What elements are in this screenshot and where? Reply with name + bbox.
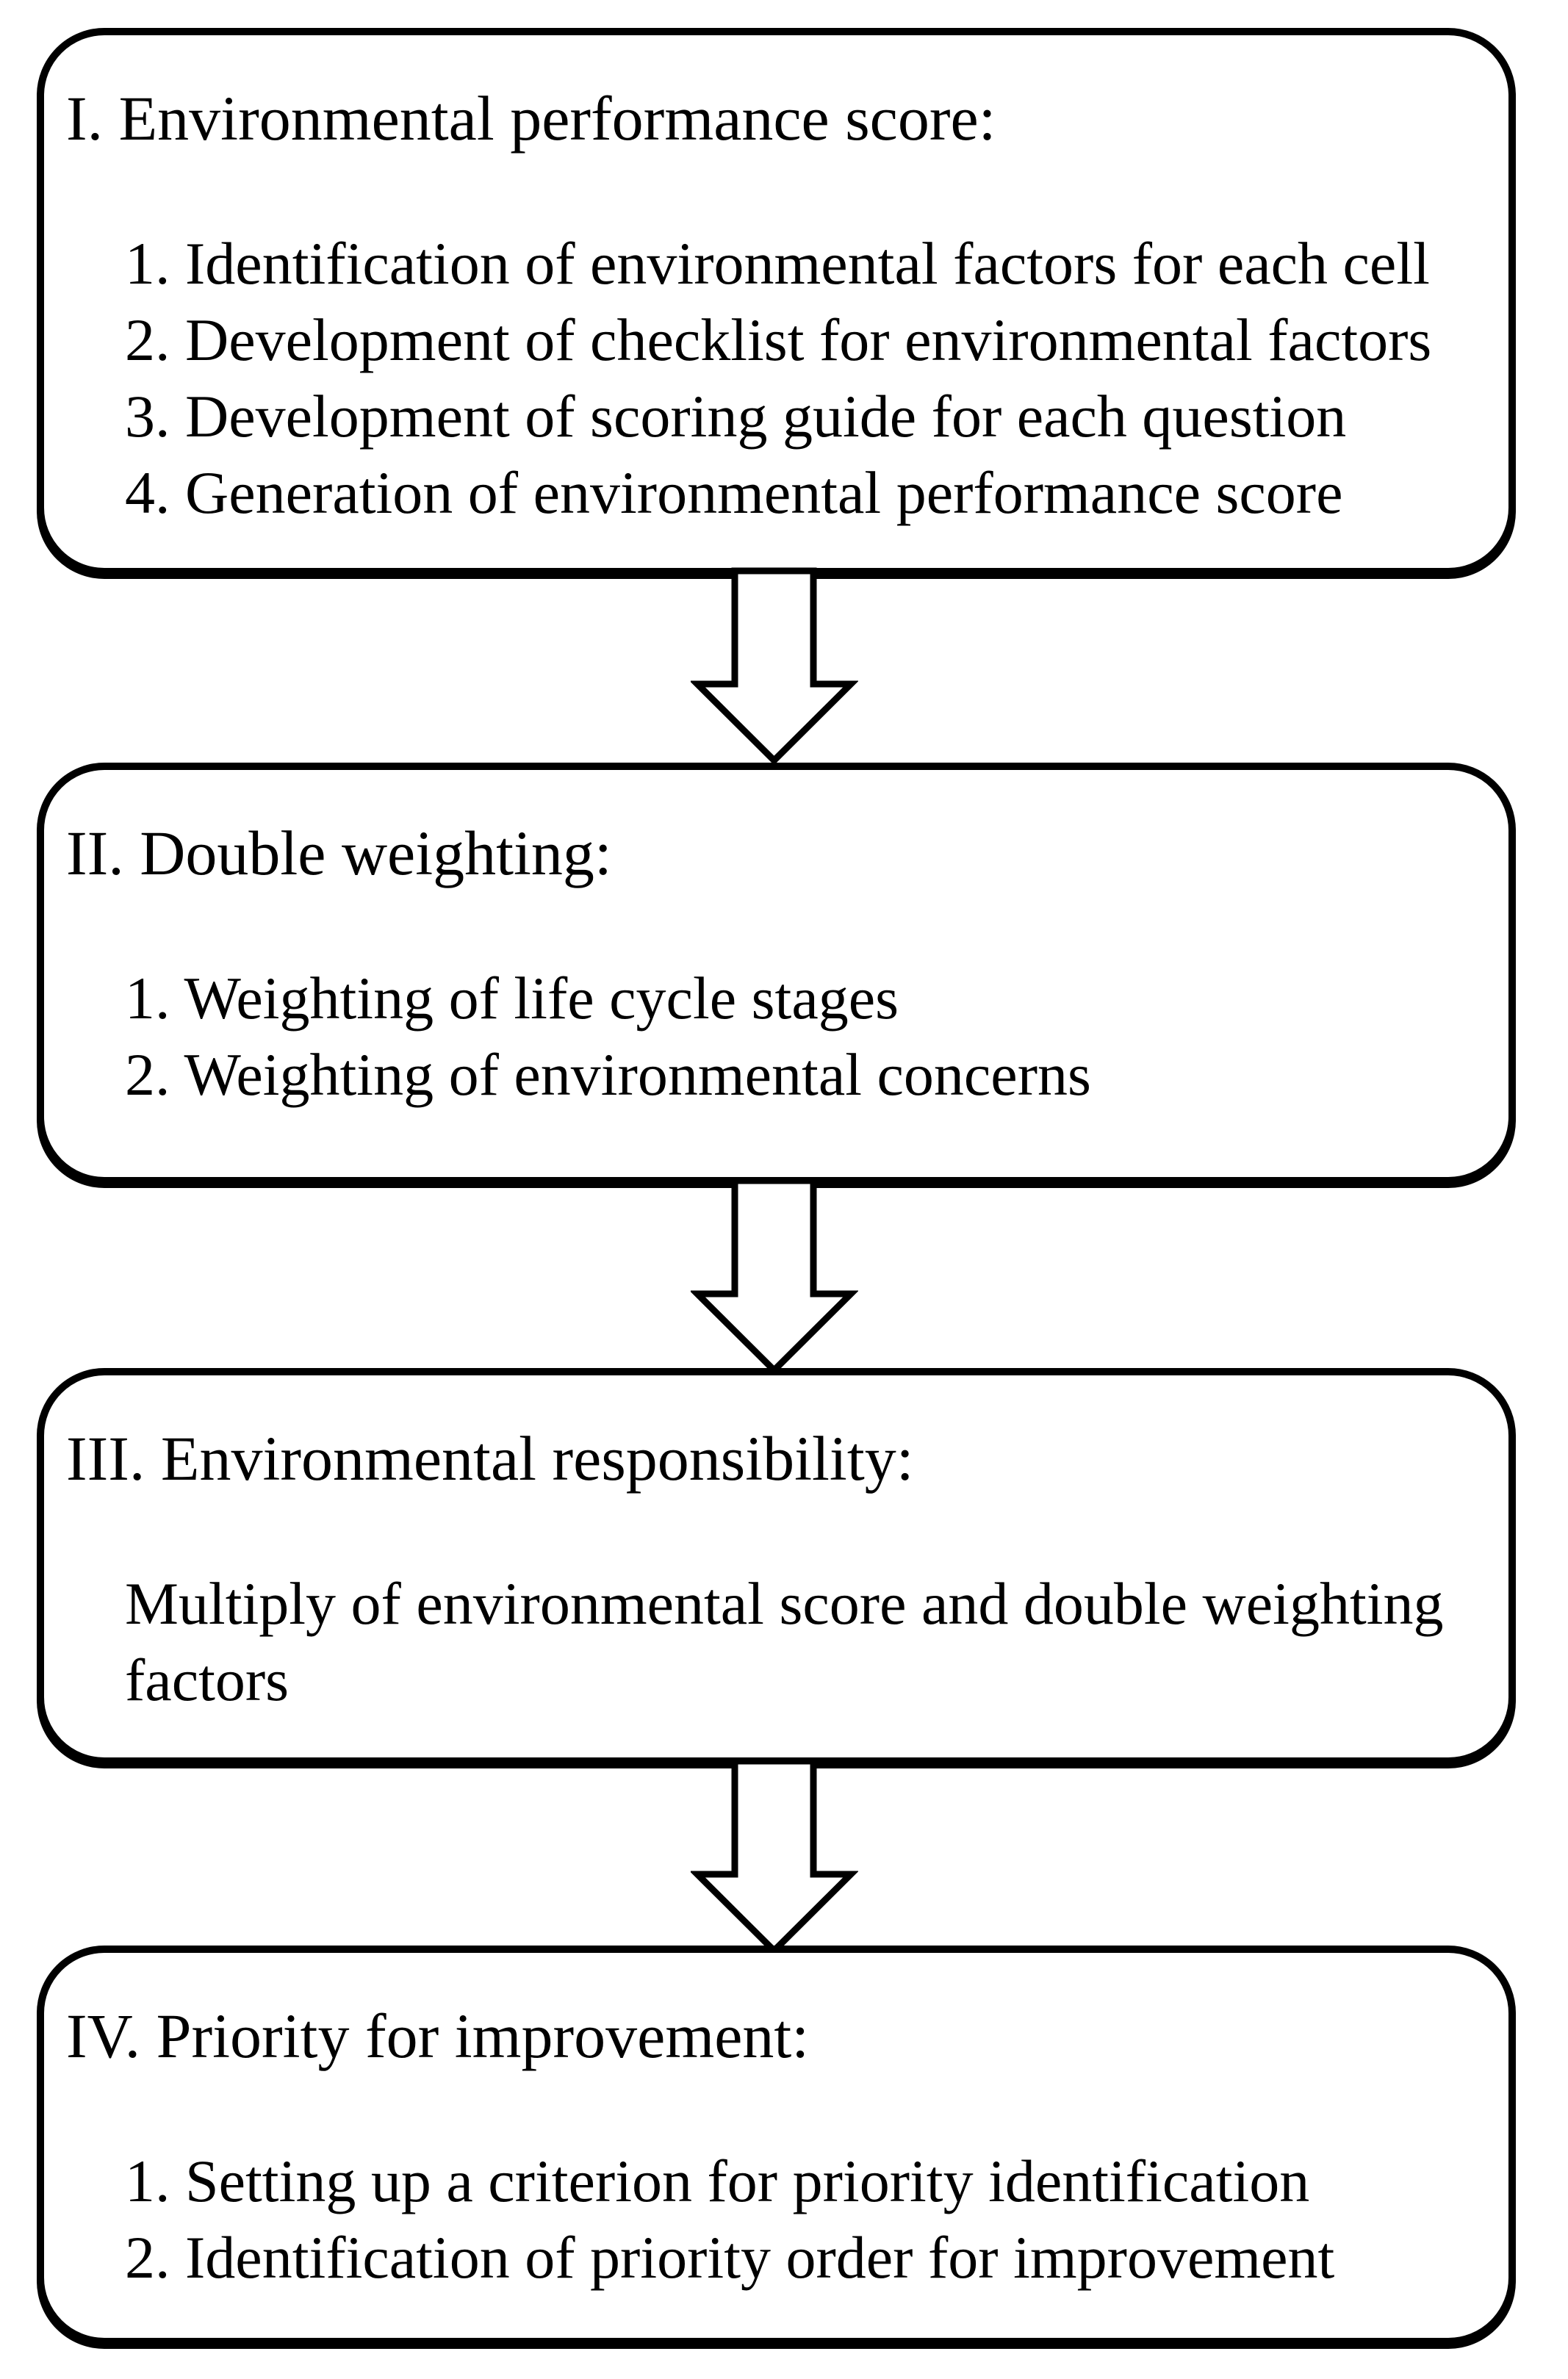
process-box-environmental-responsibility: III. Environmental responsibility: Multi… — [37, 1368, 1516, 1765]
down-arrow-icon — [691, 567, 858, 766]
box-item: 3. Development of scoring guide for each… — [125, 383, 1347, 450]
box-item: 2. Weighting of environmental concerns — [125, 1041, 1091, 1108]
process-box-environmental-performance-score: I. Environmental performance score: 1. I… — [37, 28, 1516, 575]
box-item: 4. Generation of environmental performan… — [125, 459, 1343, 526]
box-item-list: 1. Identification of environmental facto… — [66, 226, 1486, 531]
box-title: III. Environmental responsibility: — [66, 1423, 914, 1494]
process-box-double-weighting: II. Double weighting: 1. Weighting of li… — [37, 763, 1516, 1184]
box-item: 2. Identification of priority order for … — [125, 2224, 1335, 2291]
box-title: I. Environmental performance score: — [66, 83, 996, 154]
box-item-list: 1. Weighting of life cycle stages 2. Wei… — [66, 960, 1486, 1113]
box-item: 2. Development of checklist for environm… — [125, 306, 1432, 373]
down-arrow-icon — [691, 1177, 858, 1375]
box-title: IV. Priority for improvement: — [66, 2001, 810, 2071]
box-item: 1. Identification of environmental facto… — [125, 230, 1430, 297]
box-title: II. Double weighting: — [66, 818, 612, 888]
process-box-priority-for-improvement: IV. Priority for improvement: 1. Setting… — [37, 1946, 1516, 2345]
box-item: Multiply of environmental score and doub… — [125, 1570, 1444, 1713]
box-item-list: Multiply of environmental score and doub… — [66, 1566, 1486, 1718]
down-arrow-icon — [691, 1757, 858, 1956]
box-item-list: 1. Setting up a criterion for priority i… — [66, 2143, 1486, 2296]
box-item: 1. Weighting of life cycle stages — [125, 965, 899, 1032]
box-item: 1. Setting up a criterion for priority i… — [125, 2148, 1310, 2214]
